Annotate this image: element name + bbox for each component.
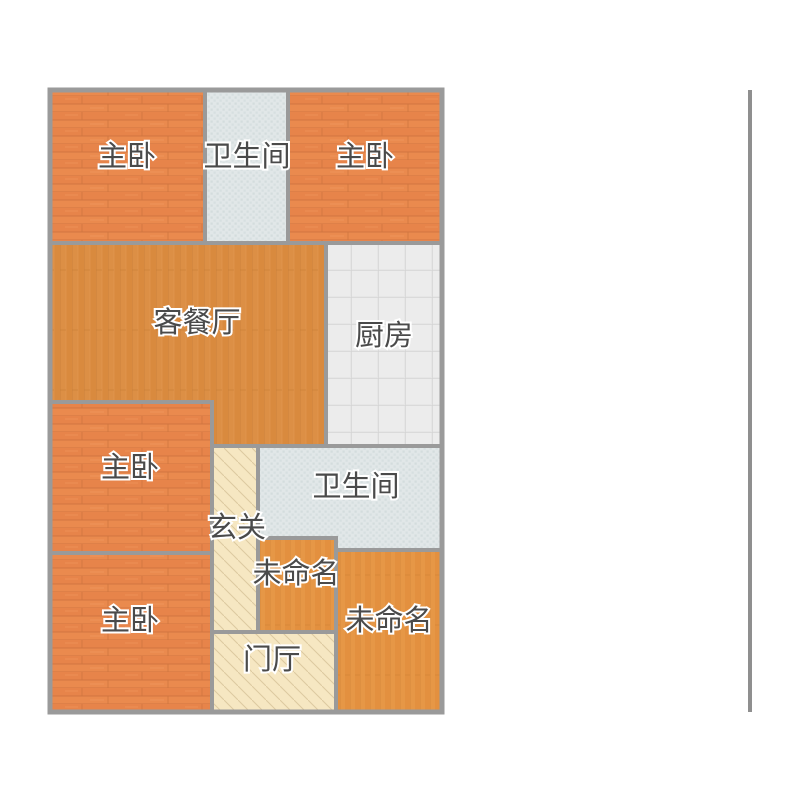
label-unnamed-2: 未命名 [345, 603, 432, 637]
floor-kitchen[interactable] [326, 243, 442, 446]
label-bedroom-3: 主卧 [101, 450, 159, 484]
outer-wall [47, 87, 445, 715]
label-bedroom-4: 主卧 [101, 603, 159, 637]
floor-bedroom-3[interactable] [50, 402, 212, 553]
label-living-dining: 客餐厅 [153, 305, 240, 339]
label-entry-hall: 门厅 [243, 642, 301, 676]
label-bathroom-2: 卫生间 [312, 469, 399, 503]
interior-walls [50, 90, 442, 712]
floor-unnamed-2[interactable] [336, 550, 442, 712]
floor-corridor[interactable] [212, 446, 258, 632]
label-bedroom-1: 主卧 [98, 139, 156, 173]
label-bathroom-1: 卫生间 [203, 139, 290, 173]
floor-bathroom-1[interactable] [205, 90, 288, 243]
floor-bedroom-1[interactable] [50, 90, 205, 243]
floor-unnamed-1[interactable] [258, 538, 336, 632]
room-labels: 主卧 卫生间 主卧 客餐厅 厨房 主卧 卫生间 玄关 未命名 未命名 主卧 门厅 [96, 137, 435, 678]
floor-entry-hall[interactable] [212, 632, 336, 712]
floor-bathroom-2[interactable] [258, 446, 442, 550]
floor-bedroom-2[interactable] [288, 90, 442, 243]
floor-living-dining[interactable] [50, 243, 326, 446]
label-kitchen: 厨房 [355, 318, 413, 352]
floor-bedroom-4[interactable] [50, 553, 212, 712]
label-bedroom-2: 主卧 [336, 139, 394, 173]
label-unnamed-1: 未命名 [252, 556, 339, 590]
label-corridor: 玄关 [208, 510, 266, 544]
